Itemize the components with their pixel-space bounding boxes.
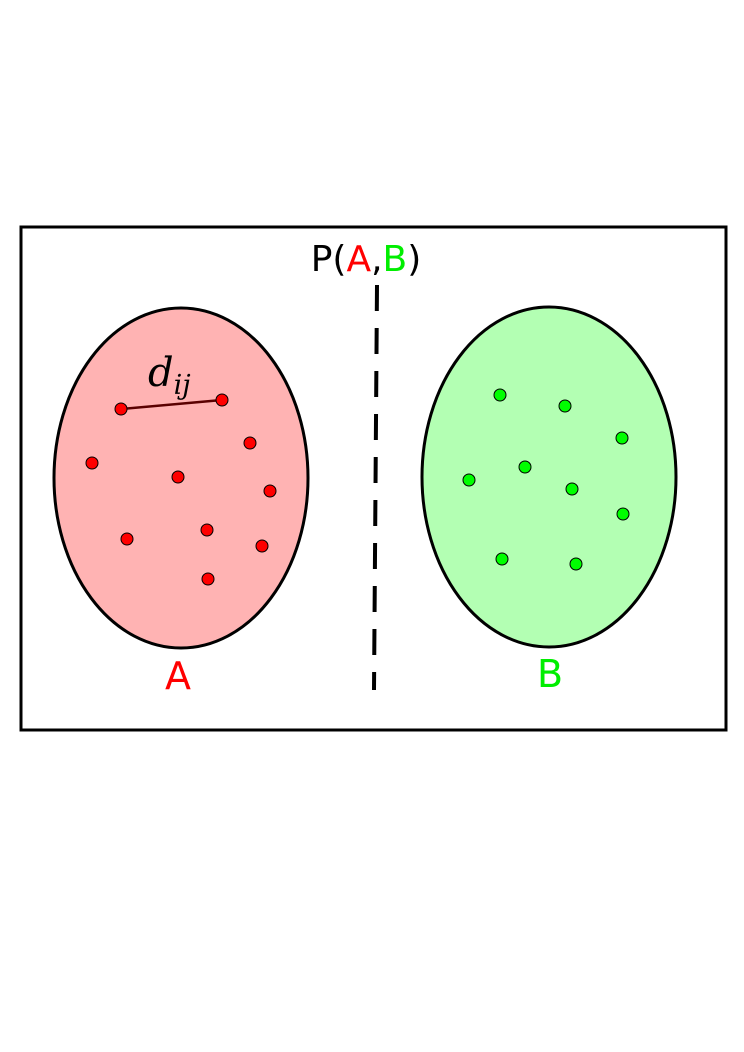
- distance-label: dij: [148, 350, 191, 401]
- set-b-point: [565, 482, 579, 496]
- set-b-point: [493, 388, 507, 402]
- set-a-point: [120, 532, 134, 546]
- set-b-ellipse: [420, 305, 678, 649]
- set-a-point: [171, 470, 185, 484]
- distance-subscript: ij: [174, 370, 191, 401]
- partition-divider: [372, 284, 379, 691]
- title-set-b: B: [383, 239, 408, 280]
- title-suffix: ): [407, 239, 421, 280]
- set-b-point: [495, 552, 509, 566]
- distance-symbol: d: [148, 350, 174, 396]
- set-a-point: [201, 572, 215, 586]
- set-a-point: [114, 402, 128, 416]
- set-b-point: [518, 460, 532, 474]
- title-prefix: P(: [311, 239, 347, 280]
- title-separator: ,: [371, 239, 382, 280]
- distance-line: [120, 398, 223, 411]
- set-a-point: [200, 523, 214, 537]
- set-b-point: [569, 557, 583, 571]
- set-b-point: [462, 473, 476, 487]
- set-b-point: [615, 431, 629, 445]
- set-a-point: [215, 393, 229, 407]
- title-set-a: A: [346, 239, 371, 280]
- set-a-point: [85, 456, 99, 470]
- set-b-points: [462, 388, 630, 571]
- set-a-label: A: [165, 654, 191, 698]
- joint-probability-title: P(A,B): [311, 239, 422, 280]
- set-a-point: [263, 484, 277, 498]
- set-a-points: [85, 393, 277, 586]
- set-a-point: [255, 539, 269, 553]
- set-a-point: [243, 436, 257, 450]
- set-b-point: [558, 399, 572, 413]
- set-b-point: [616, 507, 630, 521]
- set-b-label: B: [537, 652, 563, 696]
